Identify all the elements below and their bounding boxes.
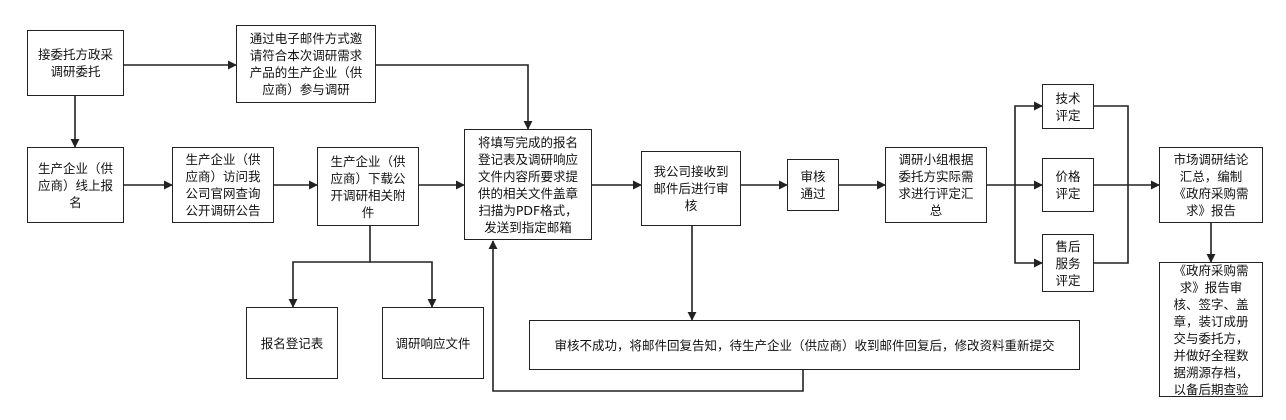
edge-team-service — [1014, 185, 1043, 268]
node-registration-form: 报名登记表 — [246, 307, 338, 379]
node-accept-commission: 接委托方政采 调研委托 — [27, 30, 124, 96]
node-review-passed: 审核 通过 — [787, 159, 839, 211]
edge-download-response — [370, 261, 437, 308]
edge-email-scan — [376, 64, 533, 130]
edge-download-form — [288, 226, 371, 308]
node-report-archive: 《政府采购需 求》报告审 核、签字、盖 章，装订成册 交与委托方， 并做好全程数… — [1159, 262, 1263, 397]
node-email-invite: 通过电子邮件方式邀 请符合本次调研需求 产品的生产企业（供 应商）参与调研 — [236, 25, 376, 103]
node-market-conclusion: 市场调研结论 汇总，编制 《政府采购需 求》报告 — [1159, 147, 1263, 223]
node-download-attachments: 生产企业（供 应商）下载公 开调研相关附 件 — [317, 147, 419, 226]
node-tech-evaluation: 技术 评定 — [1042, 84, 1094, 129]
node-online-signup: 生产企业（供 应商）线上报 名 — [27, 147, 124, 223]
edge-team-tech — [987, 101, 1043, 186]
edge-fail-scan — [488, 240, 804, 392]
node-visit-website: 生产企业（供 应商）访问我 公司官网查询 公开调研公告 — [172, 147, 274, 223]
node-team-evaluation: 调研小组根据 委托方实际需 求进行评定汇 总 — [885, 147, 987, 223]
node-review-failed: 审核不成功，将邮件回复告知，待生产企业（供应商）收到邮件回复后，修改资料重新提交 — [529, 320, 1080, 370]
node-receive-review: 我公司接收到 邮件后进行审 核 — [641, 151, 741, 226]
node-service-evaluation: 售后 服务 评定 — [1042, 234, 1094, 292]
node-price-evaluation: 价格 评定 — [1042, 158, 1094, 212]
node-response-document: 调研响应文件 — [382, 307, 484, 379]
edge-eval-market — [1094, 105, 1159, 264]
node-scan-and-send: 将填写完成的报名 登记表及调研响应 文件内容所要求提 供的相关文件盖章 扫描为P… — [464, 129, 592, 240]
